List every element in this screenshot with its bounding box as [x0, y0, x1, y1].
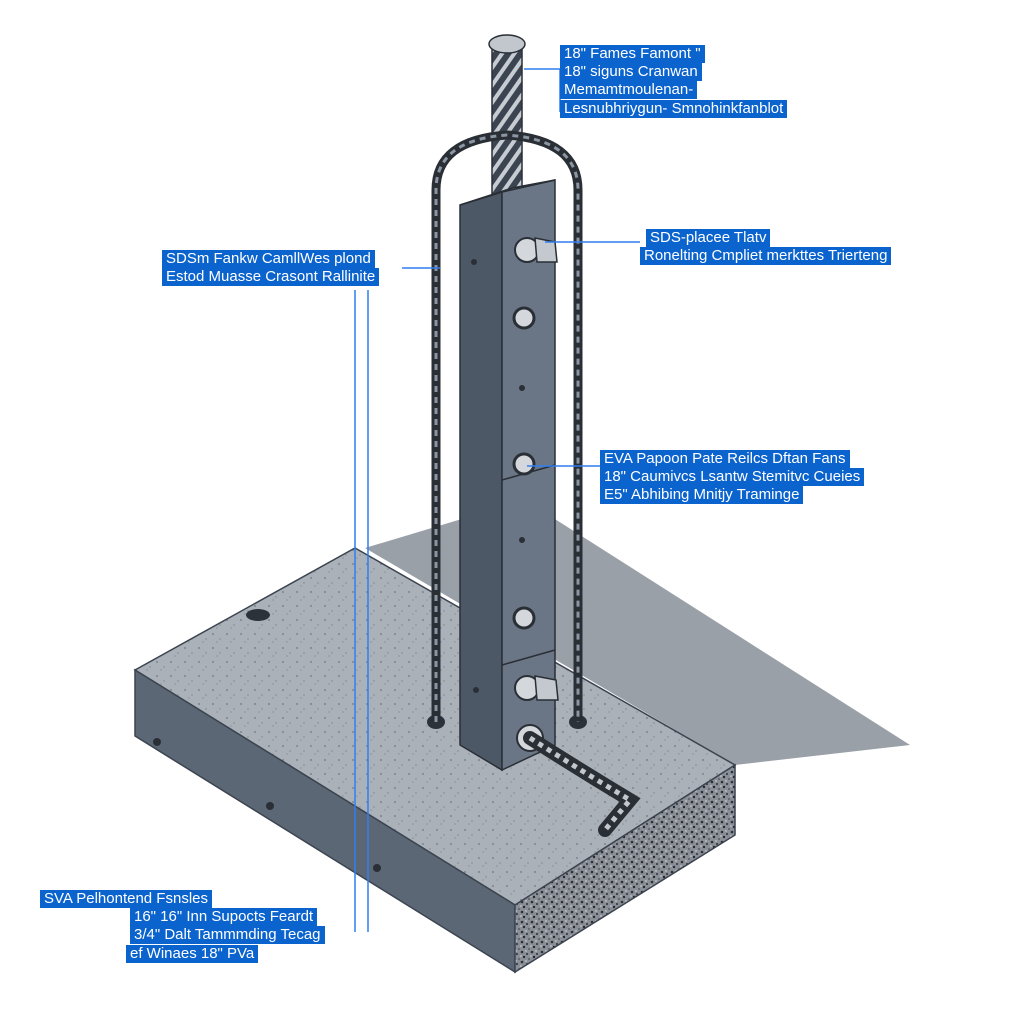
callout-mid-right: EVA Papoon Pate Reilcs Dftan Fans 18" Ca…: [600, 450, 865, 504]
callout-line: 16" 16" Inn Supocts Feardt: [130, 908, 318, 926]
bolt-icon: [512, 306, 536, 330]
callout-line: 18" Caumivcs Lsantw Stemitvc Cueies: [600, 468, 865, 486]
callout-line: SDS-placee Tlatv: [646, 229, 771, 247]
callout-bottom-left: SVA Pelhontend Fsnsles 16" 16" Inn Supoc…: [40, 890, 325, 963]
rod-cap: [488, 34, 526, 54]
callout-line: Lesnubhriygun- Smnohinkfanblot: [560, 100, 788, 118]
callout-top-right: 18" Fames Famont " 18" siguns Cranwan Me…: [560, 45, 788, 118]
rivet-dot: [471, 259, 477, 265]
steel-post-top: [459, 179, 556, 206]
callout-line: SDSm Fankw CamllWes plond: [162, 250, 375, 268]
steel-post-left-face: [459, 190, 503, 772]
rivet-dot: [519, 537, 525, 543]
slab-bolt-dot: [266, 802, 274, 810]
rivet-dot: [473, 687, 479, 693]
bolt-icon: [512, 606, 536, 630]
callout-line: E5" Abhibing Mnitjy Traminge: [600, 486, 804, 504]
bolt-icon: [512, 452, 536, 476]
cable-tail-strand: [528, 735, 634, 832]
callout-line: ef Winaes 18" PVa: [126, 945, 259, 963]
callout-line: 3/4" Dalt Tammmding Tecag: [130, 926, 325, 944]
rivet-dot: [519, 385, 525, 391]
callout-line: Estod Muasse Crasont Rallinite: [162, 268, 380, 286]
threaded-rod-icon: [491, 47, 523, 199]
callout-line: Ronelting Cmpliet merkttes Trierteng: [640, 247, 892, 265]
callout-line: 18" Fames Famont ": [560, 45, 705, 63]
callout-line: EVA Papoon Pate Reilcs Dftan Fans: [600, 450, 850, 468]
cable-loop-strand: [434, 133, 580, 722]
callout-line: Memamtmoulenan-: [560, 81, 698, 99]
callout-left: SDSm Fankw CamllWes plond Estod Muasse C…: [162, 250, 380, 286]
callout-line: SVA Pelhontend Fsnsles: [40, 890, 212, 908]
concrete-slab-cut-face: [514, 763, 736, 974]
anchor-hole-icon: [246, 609, 270, 621]
bolt-icon: [514, 675, 559, 701]
bolt-icon: [514, 237, 558, 263]
post-seam: [501, 649, 556, 666]
slab-bolt-dot: [373, 864, 381, 872]
callout-upper-right: SDS-placee Tlatv Ronelting Cmpliet merkt…: [640, 229, 892, 265]
slab-bolt-dot: [153, 738, 161, 746]
callout-line: 18" siguns Cranwan: [560, 63, 702, 81]
